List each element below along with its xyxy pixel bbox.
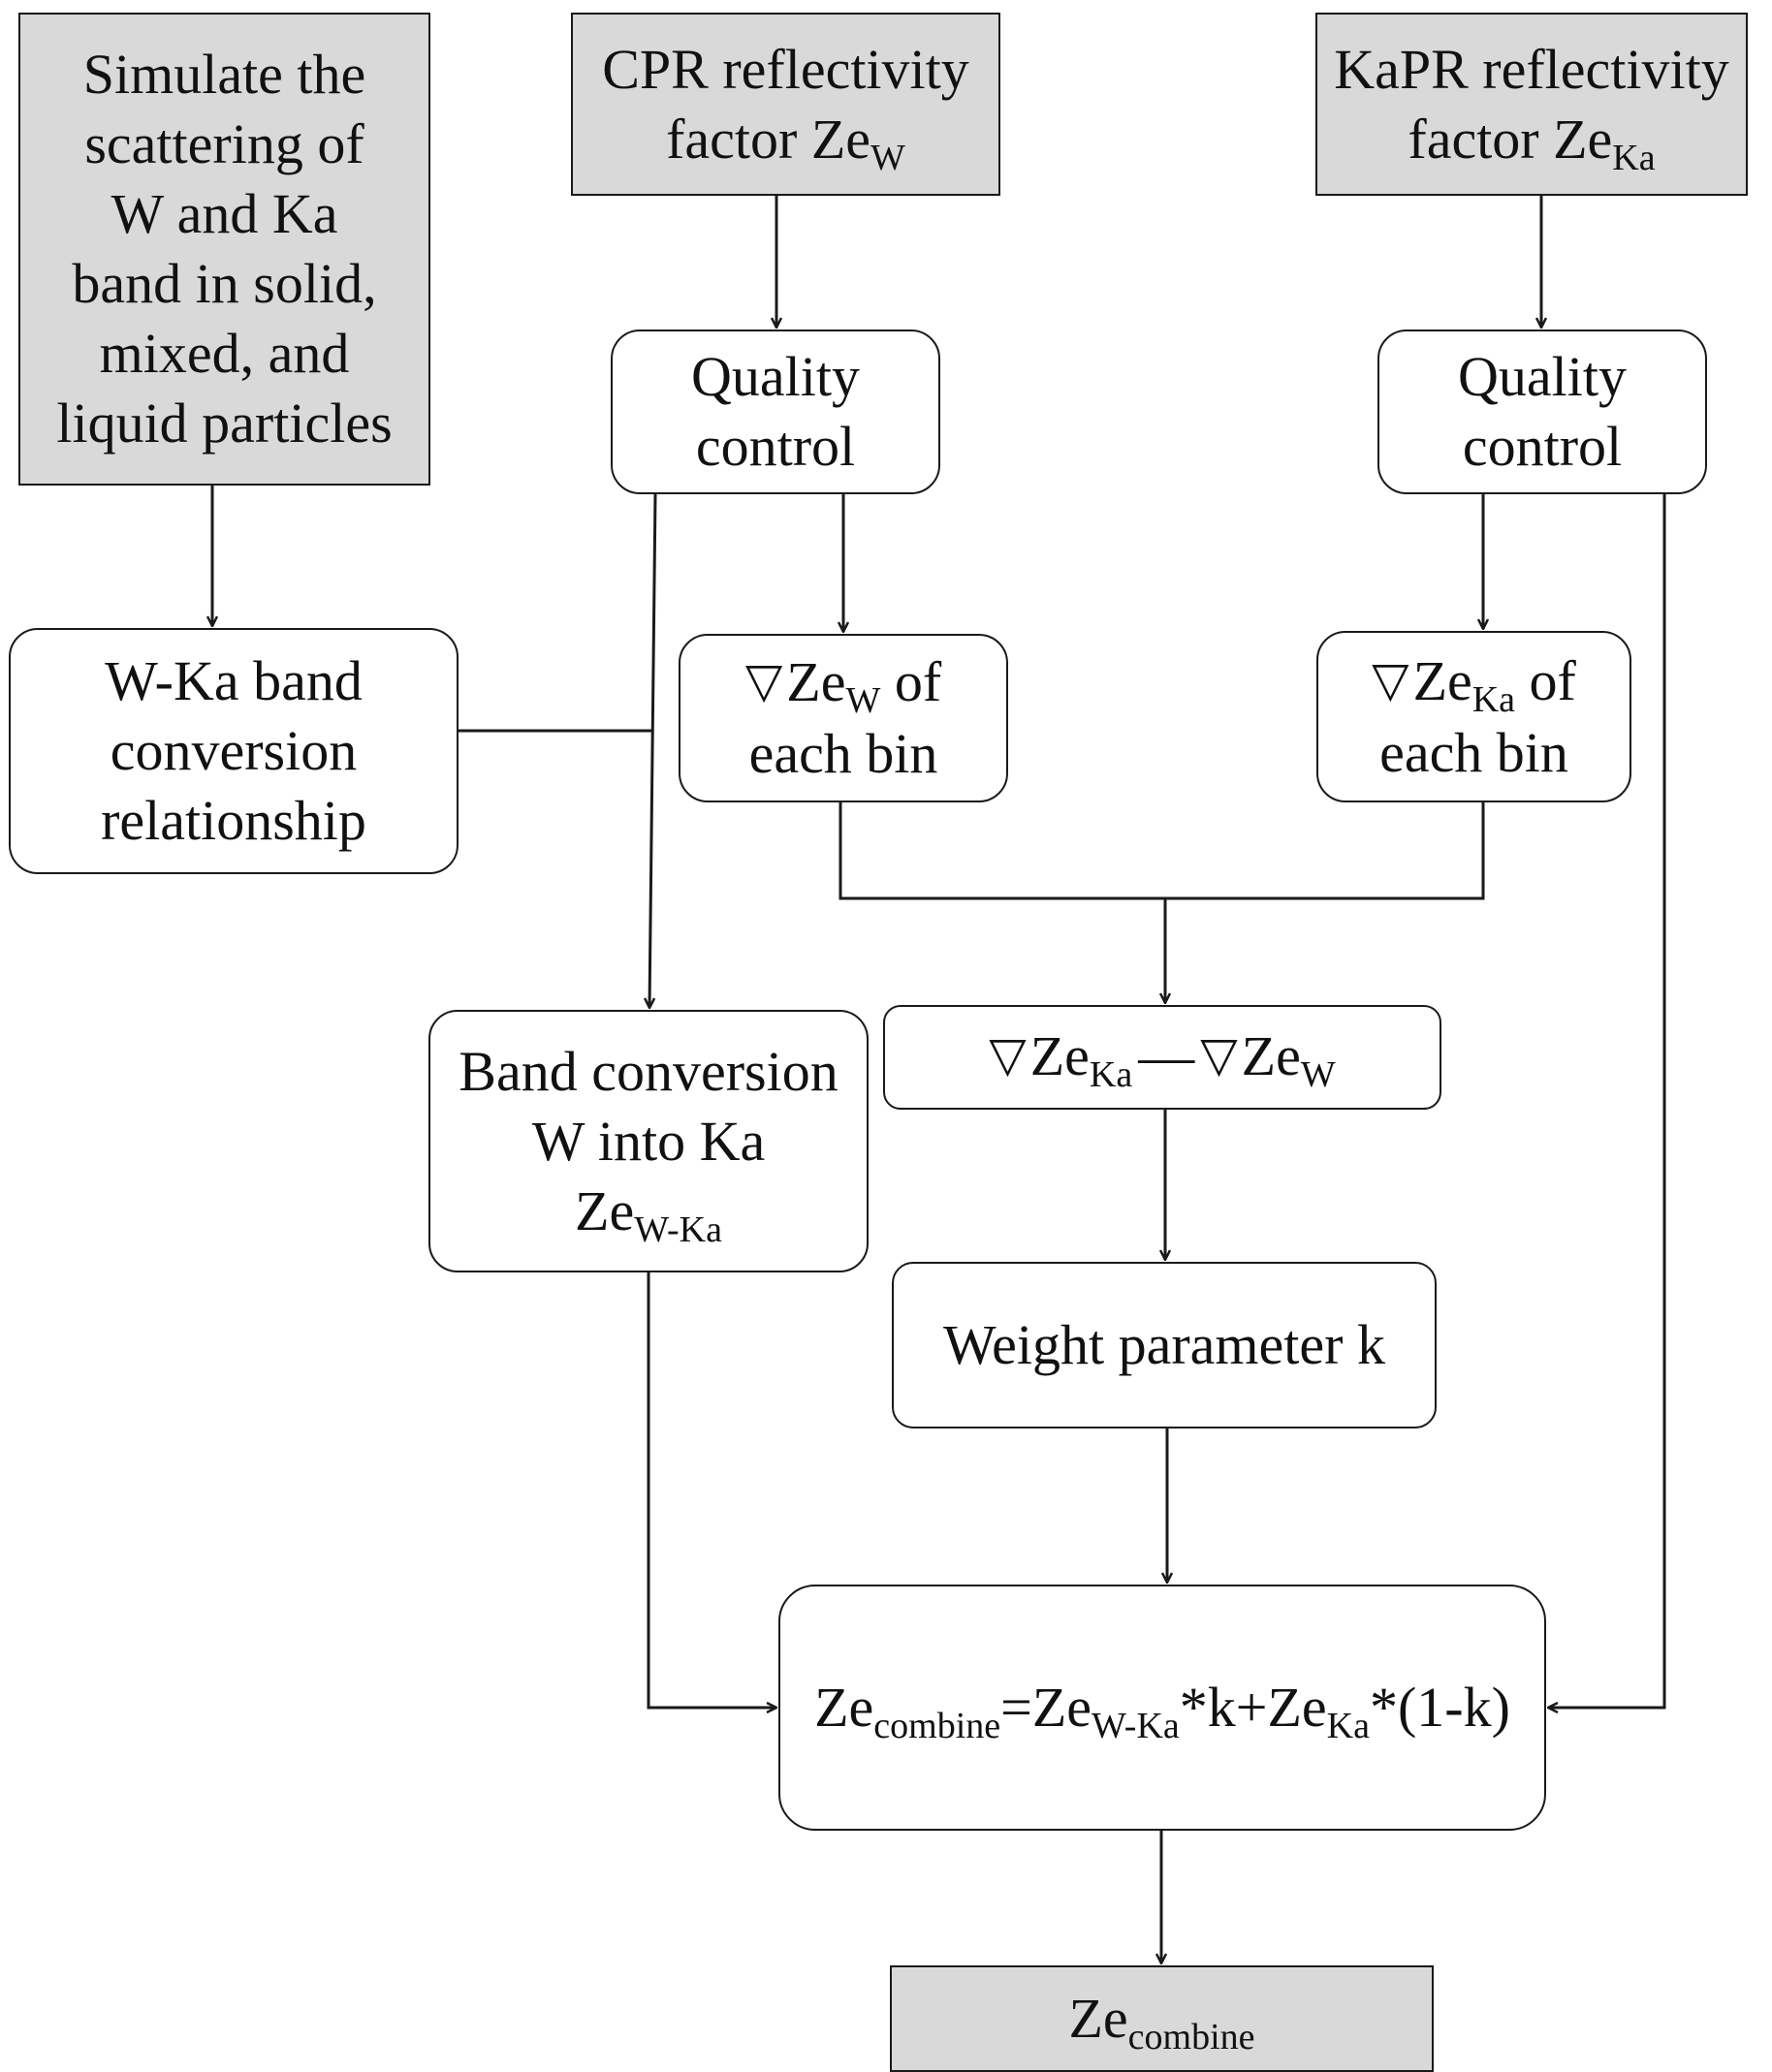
kapr-main: factor Ze: [1408, 107, 1613, 171]
simulate-line-4: band in solid,: [72, 252, 377, 315]
grad-ka-main: Ze: [1412, 648, 1472, 712]
minus-sign: —: [1138, 1024, 1195, 1087]
formula-p3: *k+Ze: [1179, 1676, 1327, 1739]
cpr-line-1: CPR reflectivity: [602, 37, 969, 101]
qc-w-line-1: Quality: [691, 345, 860, 408]
gradient-ze-ka-box: ▽ZeKa of each bin: [1316, 631, 1631, 802]
weight-parameter-box: Weight parameter k: [892, 1262, 1437, 1428]
grad-ka-line-2: each bin: [1379, 720, 1568, 784]
simulate-line-1: Simulate the: [82, 43, 366, 106]
diff-line: ▽ZeKa—▽ZeW: [989, 1021, 1335, 1093]
simulate-scattering-box: Simulate the scattering of W and Ka band…: [18, 13, 430, 486]
grad-w-tail: of: [880, 650, 942, 713]
simulate-line-6: liquid particles: [56, 392, 393, 455]
wka-conversion-relationship-box: W-Ka band conversion relationship: [9, 628, 459, 874]
quality-control-ka-box: Quality control: [1377, 330, 1707, 494]
combine-formula-box: Zecombine=ZeW-Ka*k+ZeKa*(1-k): [778, 1585, 1546, 1831]
formula-p4: *(1-k): [1369, 1676, 1510, 1739]
output-line: Zecombine: [1068, 1984, 1255, 2057]
band-conv-sub: W-Ka: [634, 1209, 722, 1250]
grad-w-line-1: ▽ZeW of: [745, 647, 941, 719]
line-gradient-merge: [839, 802, 1485, 900]
output-main: Ze: [1068, 1987, 1128, 2050]
kapr-line-2: factor ZeKa: [1408, 105, 1655, 176]
formula-p1: Ze: [814, 1676, 874, 1739]
weight-label: Weight parameter k: [943, 1313, 1385, 1376]
simulate-line-3: W and Ka: [111, 182, 338, 245]
kapr-sub: Ka: [1612, 137, 1656, 178]
wka-line-3: relationship: [101, 789, 366, 852]
formula-line: Zecombine=ZeW-Ka*k+ZeKa*(1-k): [814, 1673, 1510, 1744]
diff-main-1: Ze: [1029, 1024, 1090, 1087]
wka-line-2: conversion: [110, 719, 358, 782]
kapr-reflectivity-box: KaPR reflectivity factor ZeKa: [1315, 13, 1748, 196]
diff-sub-2: W: [1300, 1054, 1336, 1095]
arrow-qc-w-to-band-conversion: [649, 493, 657, 1008]
grad-w-line-2: each bin: [748, 722, 938, 785]
formula-s3: Ka: [1326, 1706, 1370, 1746]
grad-w-main: Ze: [786, 650, 846, 713]
cpr-sub: W: [870, 137, 905, 178]
kapr-line-1: KaPR reflectivity: [1334, 37, 1729, 101]
gradient-ze-w-box: ▽ZeW of each bin: [679, 634, 1008, 802]
band-conv-main: Ze: [575, 1178, 635, 1242]
band-conv-line-2: W into Ka: [531, 1109, 766, 1173]
output-ze-combine-box: Zecombine: [890, 1965, 1434, 2072]
grad-ka-tail: of: [1515, 648, 1576, 712]
simulate-line-2: scattering of: [84, 112, 364, 175]
grad-ka-line-1: ▽ZeKa of: [1372, 646, 1576, 718]
wka-line-1: W-Ka band: [105, 649, 363, 712]
cpr-line-2: factor ZeW: [666, 105, 905, 176]
grad-w-sub: W: [845, 680, 881, 721]
grad-ka-sub: Ka: [1471, 678, 1516, 720]
qc-ka-line-1: Quality: [1458, 345, 1627, 408]
nabla-icon: ▽: [1200, 1026, 1238, 1083]
qc-w-line-2: control: [695, 415, 856, 478]
diff-sub-1: Ka: [1089, 1054, 1133, 1095]
qc-ka-line-2: control: [1462, 415, 1623, 478]
formula-s2: W-Ka: [1092, 1706, 1180, 1746]
arrow-band-conversion-to-formula: [647, 1272, 776, 1708]
nabla-icon: ▽: [989, 1026, 1027, 1083]
gradient-difference-box: ▽ZeKa—▽ZeW: [883, 1005, 1441, 1110]
cpr-main: factor Ze: [666, 107, 871, 171]
arrow-qc-ka-to-formula: [1548, 494, 1666, 1708]
band-conversion-box: Band conversion W into Ka ZeW-Ka: [428, 1010, 869, 1272]
formula-s1: combine: [873, 1706, 1001, 1746]
band-conv-line-3: ZeW-Ka: [575, 1177, 722, 1248]
nabla-icon: ▽: [1372, 650, 1409, 707]
band-conv-line-1: Band conversion: [459, 1039, 839, 1103]
formula-p2: =Ze: [1000, 1676, 1092, 1739]
nabla-icon: ▽: [744, 652, 783, 708]
cpr-reflectivity-box: CPR reflectivity factor ZeW: [571, 13, 1000, 196]
simulate-line-5: mixed, and: [99, 322, 350, 385]
diff-main-2: Ze: [1241, 1024, 1301, 1087]
output-sub: combine: [1127, 2017, 1255, 2057]
quality-control-w-box: Quality control: [611, 330, 940, 494]
